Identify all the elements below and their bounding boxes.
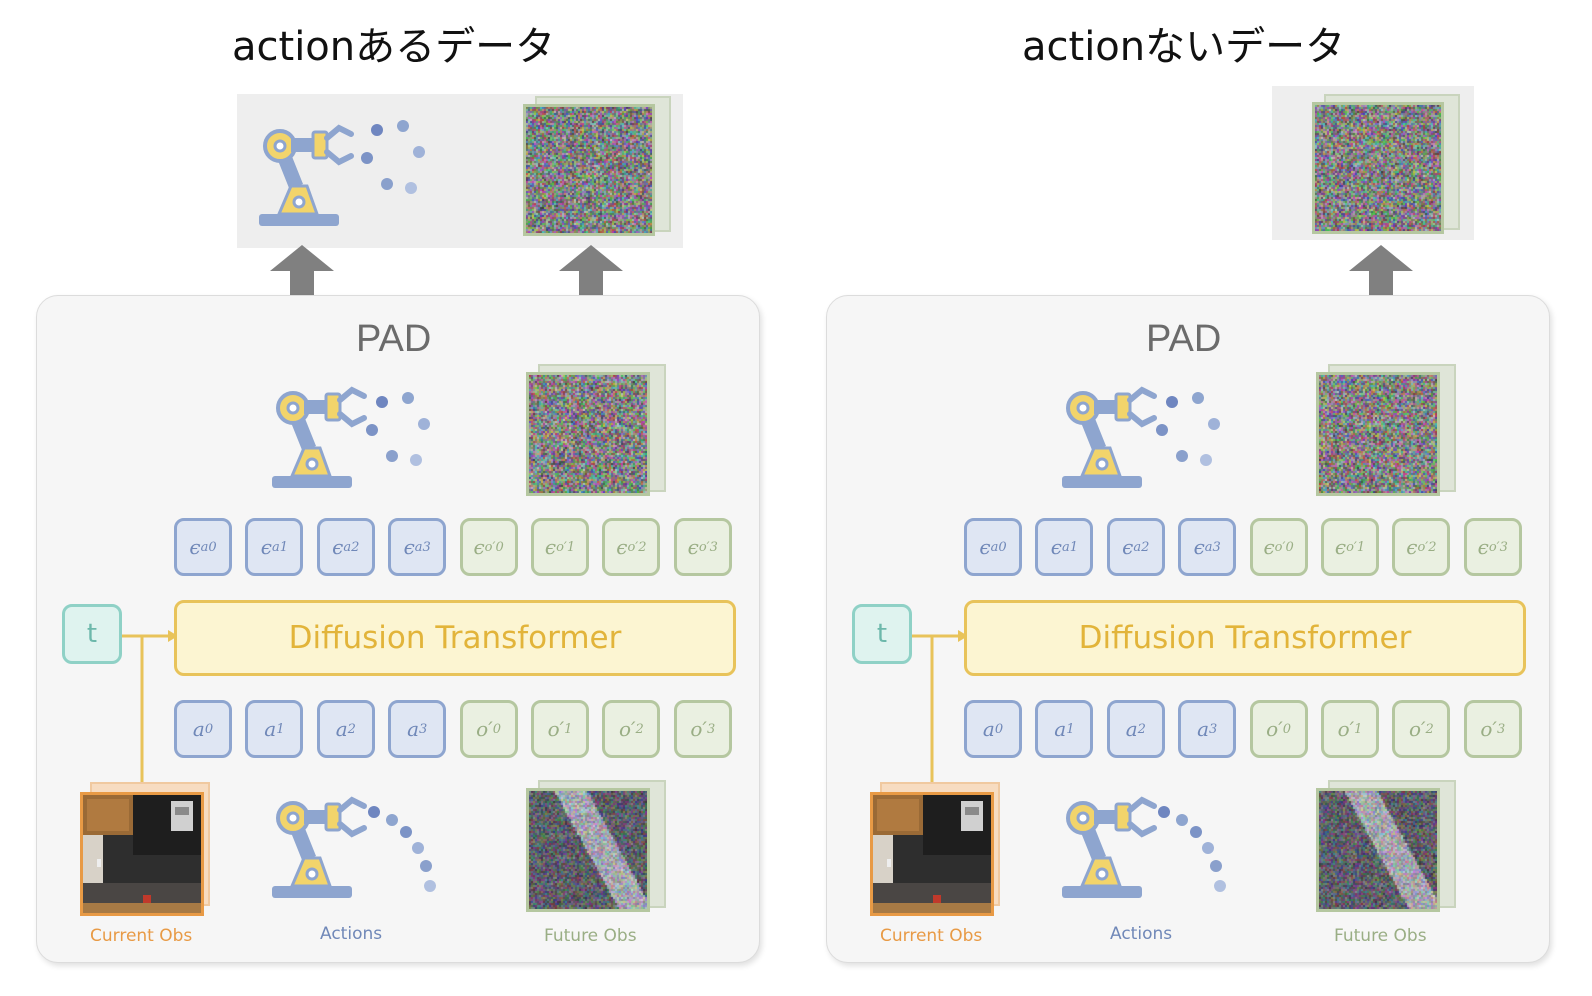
current-obs-caption: Current Obs: [90, 926, 193, 946]
kitchen-photo-icon: [80, 782, 210, 916]
diffusion-transformer: Diffusion Transformer: [174, 600, 736, 676]
pad-label: PAD: [1146, 318, 1222, 360]
current-obs-caption: Current Obs: [880, 926, 983, 946]
noise-image-icon: [1316, 364, 1456, 498]
robot-arm-icon: [251, 120, 441, 236]
noise-image-icon: [1312, 94, 1460, 236]
pad-label: PAD: [356, 318, 432, 360]
kitchen-photo-icon: [870, 782, 1000, 916]
input-token: o′1: [1321, 700, 1379, 758]
input-token: o′1: [531, 700, 589, 758]
future-obs-caption: Future Obs: [1334, 926, 1427, 946]
left-title: actionあるデータ: [232, 24, 556, 70]
action-noise-dots: [366, 392, 438, 488]
robot-arm-icon: [264, 794, 454, 908]
conditioning-arrow: [912, 630, 968, 798]
action-noise-dots: [361, 120, 433, 216]
time-token: t: [62, 604, 122, 664]
right-title: actionないデータ: [1022, 24, 1346, 70]
noise-image-icon: [526, 364, 666, 498]
input-token: o′0: [1249, 700, 1308, 758]
input-token: o′0: [459, 700, 518, 758]
left-target-box: [237, 94, 683, 248]
input-token: o′3: [673, 700, 732, 758]
input-token: o′2: [602, 700, 661, 758]
action-noise-dots: [1156, 392, 1228, 488]
input-token: o′3: [1463, 700, 1522, 758]
future-obs-caption: Future Obs: [544, 926, 637, 946]
robot-arm-icon: [1054, 384, 1244, 498]
right-target-box: [1272, 86, 1474, 240]
conditioning-arrow: [122, 630, 178, 798]
actions-caption: Actions: [1110, 924, 1173, 944]
noise-image-icon: [526, 780, 666, 914]
diffusion-transformer: Diffusion Transformer: [964, 600, 1526, 676]
action-trajectory-dots: [368, 806, 444, 900]
time-token: t: [852, 604, 912, 664]
actions-caption: Actions: [320, 924, 383, 944]
robot-arm-icon: [264, 384, 454, 498]
action-trajectory-dots: [1158, 806, 1234, 900]
robot-arm-icon: [1054, 794, 1244, 908]
input-token: o′2: [1392, 700, 1451, 758]
noise-image-icon: [1316, 780, 1456, 914]
noise-image-icon: [523, 96, 671, 238]
